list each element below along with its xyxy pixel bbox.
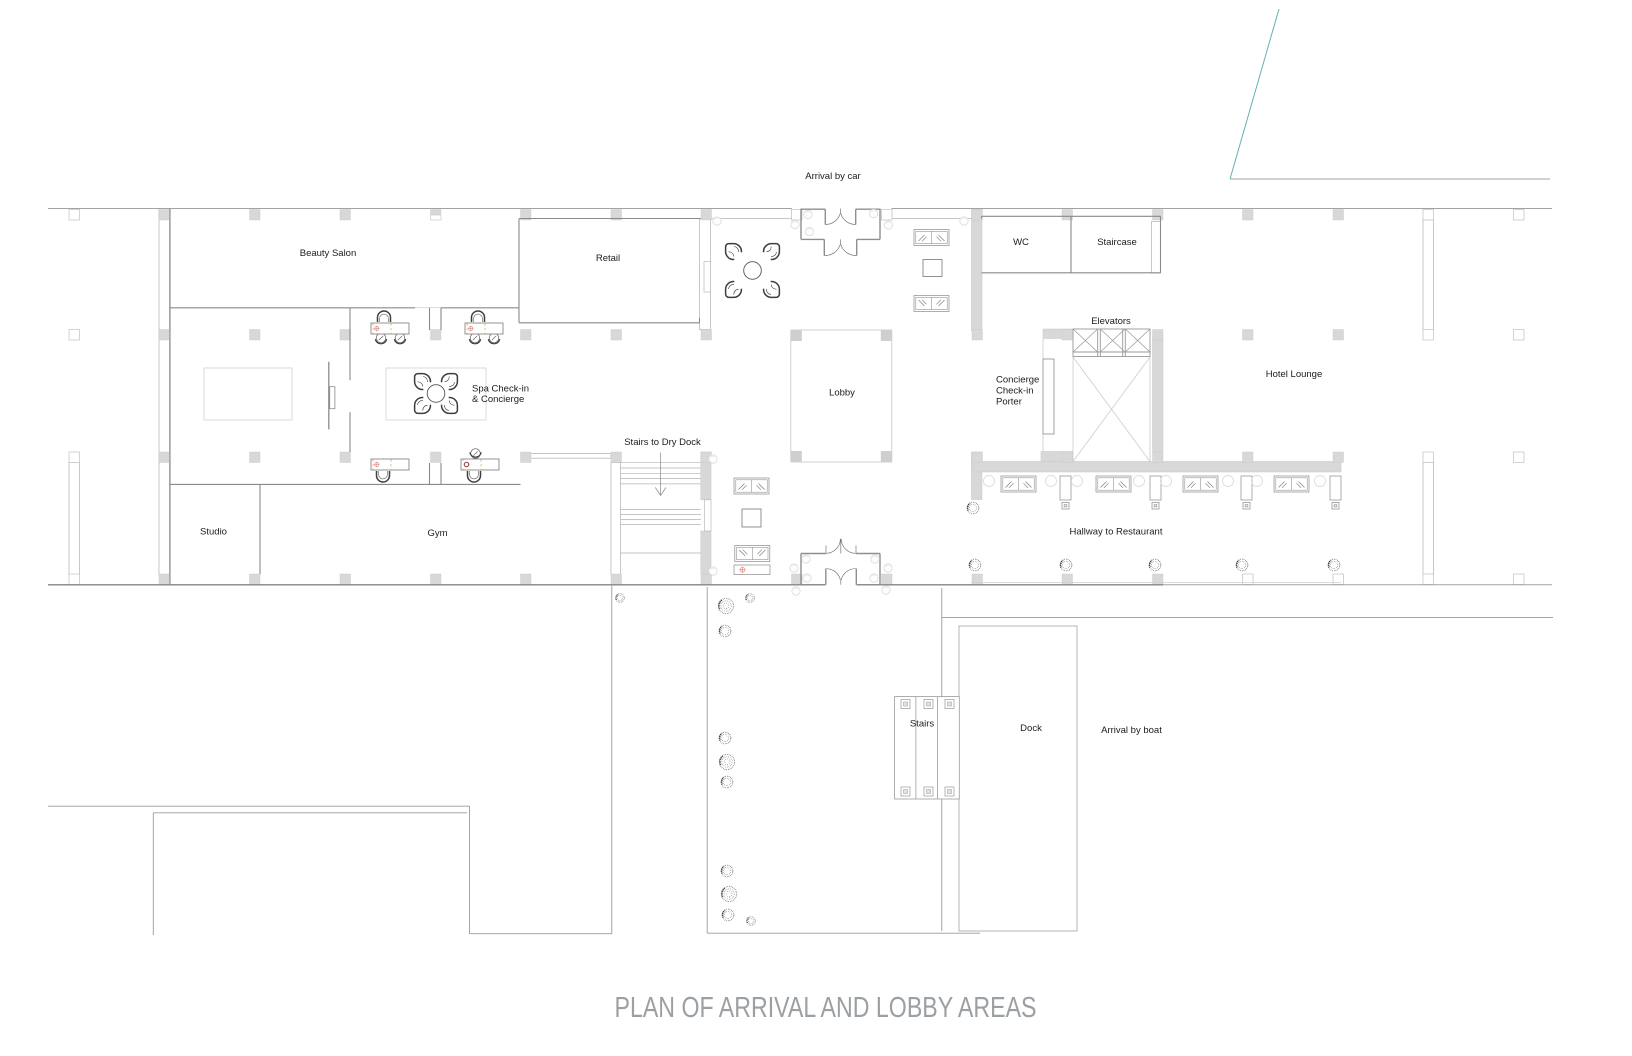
svg-text:Spa Check-in: Spa Check-in	[472, 384, 529, 395]
svg-text:Gym: Gym	[427, 528, 447, 539]
svg-text:& Concierge: & Concierge	[472, 394, 524, 405]
svg-text:Hotel Lounge: Hotel Lounge	[1266, 369, 1323, 380]
svg-text:Arrival by car: Arrival by car	[805, 171, 860, 182]
svg-text:Stairs to Dry Dock: Stairs to Dry Dock	[624, 437, 701, 448]
svg-text:Beauty Salon: Beauty Salon	[300, 248, 357, 259]
svg-text:Concierge: Concierge	[996, 375, 1039, 386]
svg-text:Porter: Porter	[996, 397, 1022, 408]
svg-text:Check-in: Check-in	[996, 386, 1034, 397]
svg-text:Lobby: Lobby	[829, 388, 855, 399]
svg-text:Arrival by boat: Arrival by boat	[1101, 725, 1162, 736]
svg-text:PLAN OF ARRIVAL AND LOBBY AREA: PLAN OF ARRIVAL AND LOBBY AREAS	[615, 992, 1037, 1024]
svg-text:Dock: Dock	[1020, 723, 1042, 734]
svg-text:Staircase: Staircase	[1097, 237, 1137, 248]
svg-text:Studio: Studio	[200, 527, 227, 538]
svg-text:Hallway to Restaurant: Hallway to Restaurant	[1070, 527, 1163, 538]
svg-text:Retail: Retail	[596, 253, 620, 264]
svg-text:WC: WC	[1013, 237, 1029, 248]
svg-text:Elevators: Elevators	[1091, 316, 1131, 327]
svg-text:Stairs: Stairs	[910, 719, 935, 730]
